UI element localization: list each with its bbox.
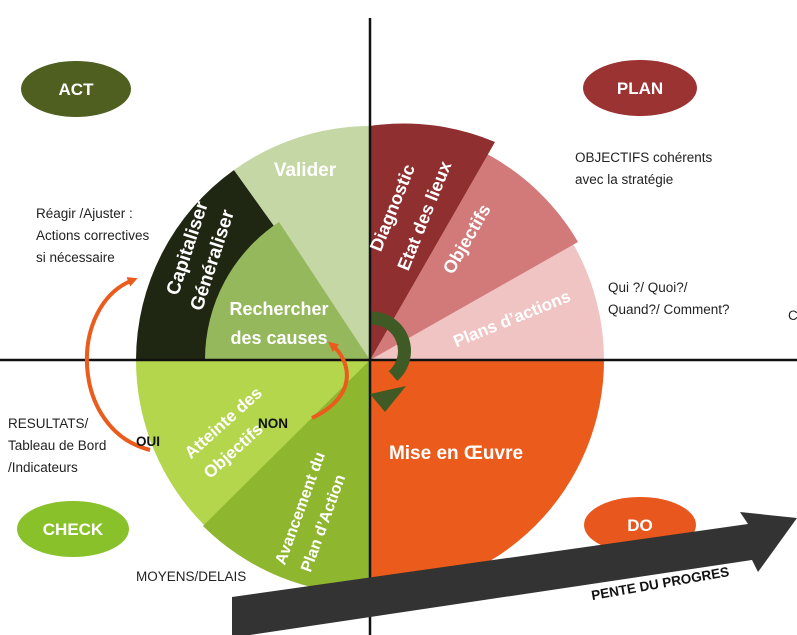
check-pill (17, 501, 129, 557)
reagir-line-2: Actions correctives (36, 228, 150, 243)
qui-annotation-2: Quand?/ Comment? (608, 302, 730, 317)
plan-pill (583, 60, 697, 116)
moyens-delais-label: MOYENS/DELAIS (136, 569, 246, 584)
resultats-line-1: RESULTATS/ (8, 416, 89, 431)
act-top-light-segment (234, 126, 370, 360)
do-pill-label: DO (627, 516, 653, 535)
plan-dark-segment (370, 123, 495, 360)
resultats-line-2: Tableau de Bord (8, 438, 106, 453)
check-quadrant (136, 360, 370, 595)
reagir-line-1: Réagir /Ajuster : (36, 206, 133, 221)
plan-quadrant (370, 123, 604, 360)
act-inner-segment (204, 222, 370, 360)
qui-annotation-1: Qui ?/ Quoi?/ (608, 280, 688, 295)
act-quadrant (136, 126, 370, 360)
oui-label: OUI (136, 434, 160, 449)
edge-partial-letter: C (788, 308, 797, 323)
reagir-line-3: si nécessaire (36, 250, 115, 265)
check-pill-label: CHECK (43, 520, 104, 539)
progress-slope-arrow (232, 512, 797, 635)
resultats-line-3: /Indicateurs (8, 460, 78, 475)
act-pill-label: ACT (59, 80, 95, 99)
center-cycle-arrow-icon (370, 311, 411, 412)
mise-en-oeuvre-label: Mise en Œuvre (389, 443, 523, 464)
objectifs-annotation-1: OBJECTIFS cohérents (575, 150, 713, 165)
rechercher-line-1: Rechercher (229, 299, 328, 319)
non-loop-arrow-icon (311, 341, 349, 420)
rechercher-line-2: des causes (230, 328, 327, 348)
objectifs-annotation-2: avec la stratégie (575, 172, 673, 187)
non-label: NON (258, 416, 288, 431)
do-segment (370, 360, 604, 594)
plan-pill-label: PLAN (617, 79, 663, 98)
act-pill (21, 61, 131, 117)
valider-label: Valider (274, 160, 337, 181)
oui-loop-arrow-icon (84, 277, 151, 452)
check-sub-segment (203, 360, 370, 595)
